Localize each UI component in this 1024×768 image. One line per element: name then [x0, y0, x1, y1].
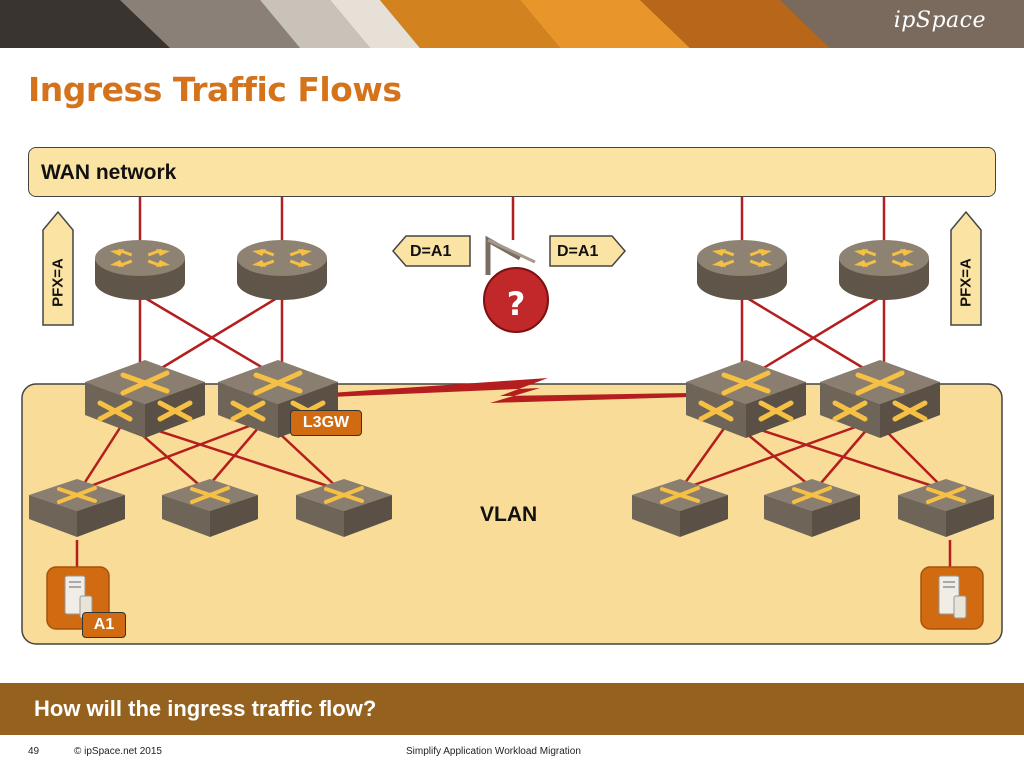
wan-label: WAN network — [41, 161, 177, 184]
dci-link — [330, 378, 690, 403]
page-number: 49 — [28, 746, 40, 757]
dest-arrow-left — [392, 235, 471, 267]
footer-bar: How will the ingress traffic flow? — [0, 683, 1024, 735]
server-icon — [920, 566, 984, 630]
network-links — [75, 197, 952, 570]
question-mark: ? — [506, 285, 526, 323]
footer-question: How will the ingress traffic flow? — [34, 696, 377, 721]
router-icon — [237, 240, 327, 300]
l3gw-tag: L3GW — [290, 410, 362, 436]
dest-label-right: D=A1 — [557, 243, 599, 260]
dest-arrow-right — [549, 235, 626, 267]
prefix-label-right: PFX=A — [957, 258, 975, 307]
banner: ipSpace — [0, 0, 1024, 48]
dest-label-left: D=A1 — [410, 243, 452, 260]
question-icon — [483, 267, 549, 333]
router-icon — [697, 240, 787, 300]
router-icon — [95, 240, 185, 300]
copyright: © ipSpace.net 2015 — [74, 746, 162, 757]
pfx-arrow-left — [42, 210, 74, 326]
server-a1-tag: A1 — [82, 612, 126, 638]
deck-title: Simplify Application Workload Migration — [406, 746, 581, 757]
brand-logo: ipSpace — [893, 8, 986, 33]
page-title: Ingress Traffic Flows — [28, 70, 402, 109]
pfx-arrow-right — [950, 210, 982, 326]
signpost-icon — [485, 235, 536, 275]
prefix-label-left: PFX=A — [49, 258, 67, 307]
router-icon — [839, 240, 929, 300]
wan-network-box: WAN network — [28, 147, 996, 197]
header-banner — [0, 0, 1024, 48]
vlan-label: VLAN — [480, 503, 538, 526]
